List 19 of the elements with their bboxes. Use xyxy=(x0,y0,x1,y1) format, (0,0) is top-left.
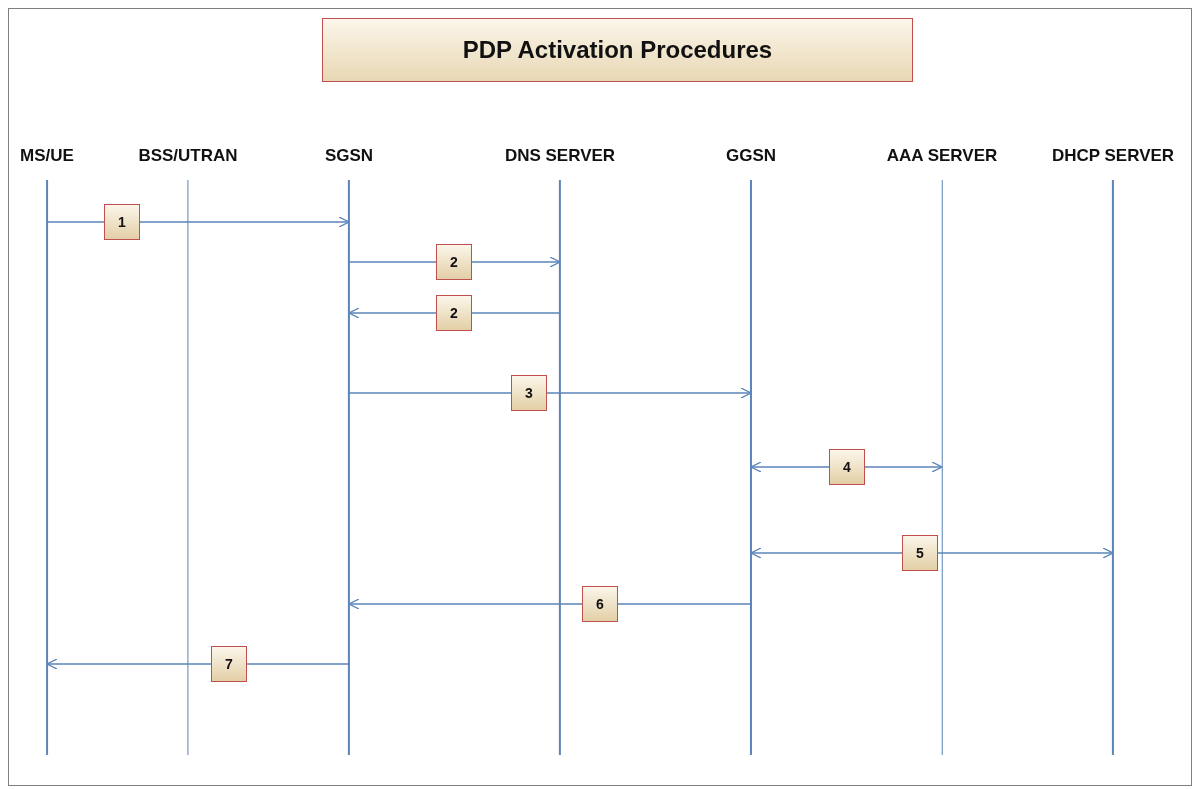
step-number-label: 1 xyxy=(104,204,140,240)
title-banner: PDP Activation Procedures xyxy=(322,18,913,82)
message-arrow xyxy=(750,547,1114,559)
message-arrow xyxy=(348,598,752,610)
step-number-label: 6 xyxy=(582,586,618,622)
message-arrow xyxy=(348,387,752,399)
step-number-label: 3 xyxy=(511,375,547,411)
step-number-label: 5 xyxy=(902,535,938,571)
participant-label: DHCP SERVER xyxy=(1051,146,1175,166)
step-number-label: 7 xyxy=(211,646,247,682)
participant-label: SGSN xyxy=(324,146,374,166)
participant-label: BSS/UTRAN xyxy=(138,146,238,166)
participant-label: AAA SERVER xyxy=(886,146,998,166)
step-number-label: 4 xyxy=(829,449,865,485)
participant-label: MS/UE xyxy=(20,146,74,166)
participant-label: DNS SERVER xyxy=(504,146,616,166)
step-number-label: 2 xyxy=(436,295,472,331)
participant-label: GGSN xyxy=(725,146,777,166)
step-number-label: 2 xyxy=(436,244,472,280)
